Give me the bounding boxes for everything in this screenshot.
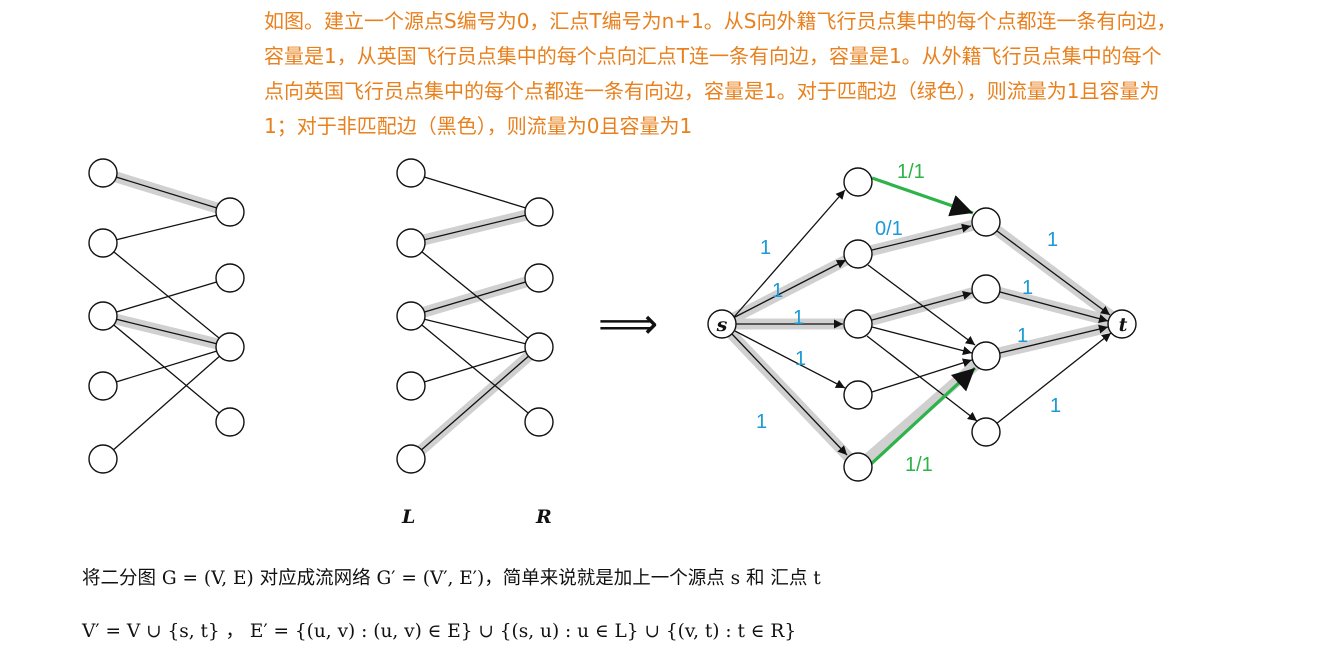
- graph-1-right-node: [215, 263, 245, 293]
- graph-2-right-node: [524, 407, 554, 437]
- matching-edge-top: [871, 176, 974, 217]
- flow-left-node: [843, 239, 873, 269]
- flow-left-node: [843, 167, 873, 197]
- explanation-note: 如图。建立一个源点S编号为0，汇点T编号为n+1。从S向外籍飞行员点集中的每个点…: [264, 4, 1324, 144]
- flow-edge-l-to-r: [871, 223, 972, 251]
- graph-1-edge: [102, 346, 231, 460]
- note-line-3: 点向英国飞行员点集中的每个点都连一条有向边，容量是1。对于匹配边（绿色），则流量…: [264, 79, 1160, 103]
- graph-2-left-node: [396, 301, 426, 331]
- graph-2-right-node: [524, 332, 554, 362]
- graph-2-left-node: [396, 444, 426, 474]
- note-line-4: 1；对于非匹配边（黑色），则流量为0且容量为1: [264, 114, 693, 138]
- edge-label-t: 1: [1017, 325, 1028, 347]
- graph-2-edge: [410, 277, 540, 317]
- graph-2-edge: [410, 242, 540, 348]
- note-line-2: 容量是1，从英国飞行员点集中的每个点向汇点T连一条有向边，容量是1。从外籍飞行员…: [264, 44, 1162, 68]
- edge-label-s: 1: [756, 411, 767, 433]
- graph-2-left-node: [396, 371, 426, 401]
- flow-edge-r-to-t: [999, 324, 1109, 354]
- graph-1-right-node: [215, 332, 245, 362]
- flow-right-node: [971, 207, 1001, 237]
- flow-right-node: [971, 341, 1001, 371]
- graph-1-matching: [88, 158, 245, 474]
- graph-2-left-node: [396, 158, 426, 188]
- graph-2-left-node: [396, 228, 426, 258]
- flow-edge-r-to-t: [995, 332, 1112, 425]
- flow-edge-s-to-l5: [731, 333, 848, 456]
- sink-node: [1107, 309, 1137, 339]
- graph-3-flow-network: s t 1/1 0/1 1/1 1 1 1 1 1 1 1 1 1: [707, 161, 1137, 482]
- edge-label-s: 1: [795, 348, 806, 370]
- graph-1-edge: [102, 315, 231, 423]
- graph-2-edge: [410, 211, 540, 244]
- sink-label: t: [1119, 314, 1128, 336]
- edge-label-t: 1: [1022, 277, 1033, 299]
- graph-2-edge: [410, 172, 540, 213]
- flow-right-node: [971, 274, 1001, 304]
- graph-1-right-node: [215, 407, 245, 437]
- graph-1-left-node: [88, 158, 118, 188]
- flow-edge-s-to-l4: [734, 330, 846, 389]
- flow-edge-l-to-r: [871, 326, 973, 356]
- label-R: R: [535, 506, 552, 528]
- flow-edge-l-to-r: [867, 264, 976, 346]
- graph-1-edge: [102, 315, 231, 348]
- graph-1-left-node: [88, 444, 118, 474]
- graph-1-left-node: [88, 371, 118, 401]
- graph-1-edge: [102, 346, 231, 387]
- flow-edge-l-to-r: [866, 335, 978, 422]
- edge-label-green-bottom: 1/1: [905, 454, 933, 476]
- graph-2-maximum-matching: L R: [396, 158, 554, 528]
- graph-2-right-node: [524, 197, 554, 227]
- flow-left-node: [843, 309, 873, 339]
- edge-label-t: 1: [1050, 395, 1061, 417]
- formula-flow-network: 将二分图 G = (V, E) 对应成流网络 G′ = (V′, E′)，简单来…: [82, 568, 821, 589]
- source-label: s: [716, 314, 728, 336]
- graph-1-left-node: [88, 228, 118, 258]
- flow-edge-s-to-l2: [734, 259, 847, 318]
- graph-2-right-node: [524, 263, 554, 293]
- flow-right-node: [971, 417, 1001, 447]
- formula-vertex-edge-sets: V′ = V ∪ {s, t} ， E′ = {(u, v) : (u, v) …: [82, 621, 797, 642]
- graph-1-edge: [102, 277, 231, 317]
- edge-label-t: 1: [1047, 229, 1058, 251]
- graph-2-edge: [410, 346, 540, 387]
- graph-2-edge: [410, 315, 540, 348]
- source-node: [707, 309, 737, 339]
- implies-arrow: ⟹: [598, 299, 658, 348]
- edge-label-green-top: 1/1: [897, 161, 925, 183]
- edge-label-s: 1: [793, 307, 804, 329]
- flow-edge-l-to-r: [871, 290, 973, 321]
- graph-1-left-node: [88, 301, 118, 331]
- note-line-1: 如图。建立一个源点S编号为0，汇点T编号为n+1。从S向外籍飞行员点集中的每个点…: [264, 9, 1177, 33]
- label-L: L: [401, 506, 415, 528]
- graph-1-right-node: [215, 197, 245, 227]
- edge-label-s: 1: [772, 280, 783, 302]
- graph-1-edge: [102, 242, 231, 348]
- graph-1-edge: [102, 172, 231, 213]
- flow-left-node: [843, 380, 873, 410]
- edge-label-zero-flow: 0/1: [875, 218, 903, 240]
- flow-edge-r-to-t: [999, 291, 1109, 324]
- flow-edge-s-to-l1: [733, 189, 846, 318]
- flow-edge-l-to-r: [871, 358, 973, 393]
- edge-label-s: 1: [760, 237, 771, 259]
- graph-2-edge: [410, 315, 540, 423]
- flow-left-node: [843, 452, 873, 482]
- graph-1-edge: [102, 211, 231, 244]
- matching-edge-bottom: [868, 366, 977, 467]
- flow-highlight-edge: [852, 350, 992, 473]
- flow-edge-r-to-t: [996, 230, 1111, 316]
- graph-2-edge: [410, 346, 540, 460]
